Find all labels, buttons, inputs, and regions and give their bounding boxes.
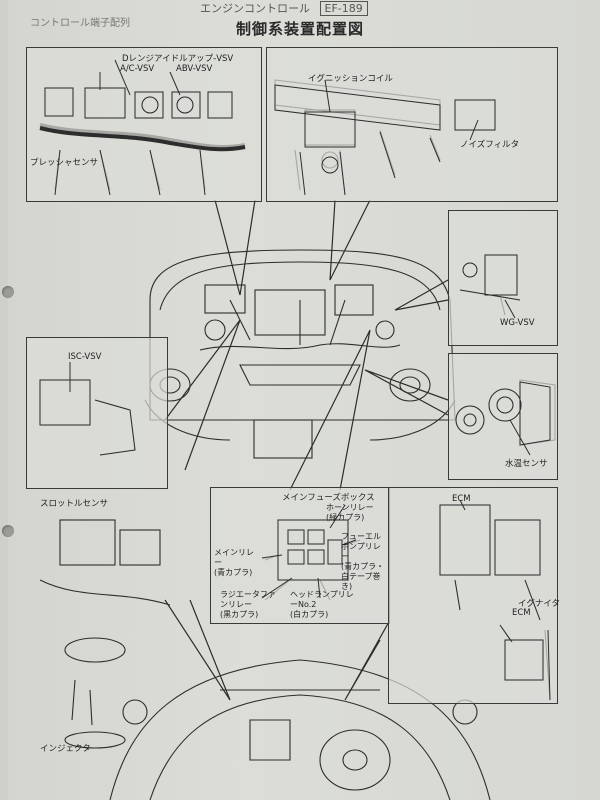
binder-hole-bottom	[2, 525, 14, 537]
label-injector: インジェクタ	[40, 744, 91, 754]
label-wg-vsv: WG-VSV	[500, 318, 535, 328]
horn-relay-text: ホーンリレー	[326, 503, 374, 512]
page-title: 制御系装置配置図	[235, 20, 364, 38]
headlamp-relay-text: ヘッドランプリレーNo.2	[290, 590, 354, 609]
panel-ignition	[266, 47, 558, 202]
label-igniter: イグナイタ	[518, 599, 560, 609]
headlamp-relay-color: (白カプラ)	[290, 610, 329, 619]
label-d-range-vsv: Dレンジアイドルアップ-VSV	[122, 54, 234, 64]
label-fuel-pump-relay: フューエルポンプリレー (青カプラ・白テープ巻き)	[341, 532, 387, 592]
label-pressure-sensor: プレッシャセンサ	[30, 158, 99, 168]
header-fragment: エンジンコントロール EF-189	[200, 0, 368, 16]
label-headlamp-relay: ヘッドランプリレーNo.2 (白カプラ)	[290, 590, 360, 620]
label-horn-relay: ホーンリレー (緑カプラ)	[326, 503, 386, 523]
label-ecm-top: ECM	[452, 494, 471, 504]
binder-hole-top	[2, 286, 14, 298]
main-relay-color: (青カプラ)	[214, 568, 253, 577]
label-noise-filter: ノイズフィルタ	[460, 140, 520, 150]
label-abv-vsv: ABV-VSV	[176, 64, 213, 74]
label-main-relay: メインリレー (青カプラ)	[214, 548, 258, 578]
label-radiator-fan-relay: ラジエータファンリレー (黒カプラ)	[220, 590, 276, 620]
label-ac-vsv: A/C-VSV	[120, 64, 155, 74]
horn-relay-color: (緑カプラ)	[326, 513, 365, 522]
radiator-fan-relay-text: ラジエータファンリレー	[220, 590, 276, 609]
fuel-pump-relay-color: (青カプラ・白テープ巻き)	[341, 562, 385, 591]
label-throttle-sensor: スロットルセンサ	[40, 499, 109, 509]
main-relay-text: メインリレー	[214, 548, 254, 567]
header-left-fragment: コントロール端子配列	[30, 18, 130, 29]
label-ignition-coil: イグニッションコイル	[308, 74, 393, 84]
radiator-fan-relay-color: (黒カプラ)	[220, 610, 259, 619]
header-code: EF-189	[319, 1, 368, 16]
label-isc-vsv: ISC-VSV	[68, 352, 102, 362]
panel-ecm	[388, 487, 558, 704]
label-ecm-bottom: ECM	[512, 608, 531, 618]
label-main-fuse-box: メインフューズボックス	[282, 493, 375, 503]
fuel-pump-relay-text: フューエルポンプリレー	[341, 532, 381, 561]
label-water-temp-sensor: 水温センサ	[505, 459, 548, 469]
